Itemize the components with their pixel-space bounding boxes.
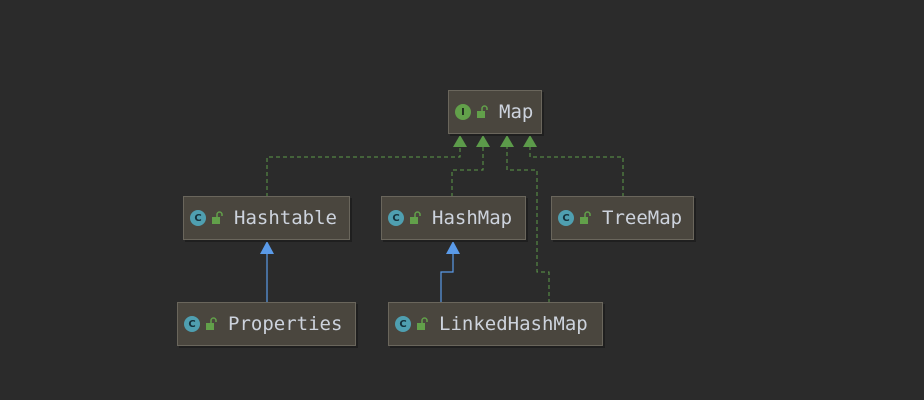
arrow-properties-hashtable [260, 241, 274, 254]
class-icon: C [190, 210, 206, 226]
unlocked-icon [212, 211, 223, 224]
unlocked-icon [477, 105, 488, 118]
node-label: HashMap [432, 206, 513, 229]
unlocked-icon [580, 211, 591, 224]
edge-linkedhashmap-hashmap [440, 253, 454, 303]
node-hashmap[interactable]: C HashMap [381, 196, 526, 240]
unlocked-icon [206, 317, 217, 330]
node-map[interactable]: I Map [448, 90, 542, 134]
arrow-hashtable-map [453, 135, 467, 147]
class-icon: C [388, 210, 404, 226]
node-hashtable[interactable]: C Hashtable [183, 196, 350, 240]
node-properties[interactable]: C Properties [177, 302, 356, 346]
node-label: LinkedHashMap [439, 312, 588, 335]
class-icon: C [395, 316, 411, 332]
edge-hashmap-map [451, 146, 484, 197]
class-icon: C [558, 210, 574, 226]
node-linkedhashmap[interactable]: C LinkedHashMap [388, 302, 603, 346]
node-label: Hashtable [234, 206, 337, 229]
interface-icon: I [455, 104, 471, 120]
edge-hashtable-map [266, 146, 461, 197]
arrow-treemap-map [523, 135, 537, 147]
arrow-linkedhashmap-hashmap [446, 241, 460, 254]
class-icon: C [184, 316, 200, 332]
node-treemap[interactable]: C TreeMap [551, 196, 694, 240]
node-label: Properties [228, 312, 343, 335]
node-label: TreeMap [602, 206, 683, 229]
unlocked-icon [417, 317, 428, 330]
node-label: Map [499, 100, 534, 123]
edge-treemap-map [529, 146, 624, 197]
unlocked-icon [410, 211, 421, 224]
arrow-linkedhashmap-map [500, 135, 514, 147]
edge-linkedhashmap-map [506, 146, 550, 303]
arrow-hashmap-map [476, 135, 490, 147]
